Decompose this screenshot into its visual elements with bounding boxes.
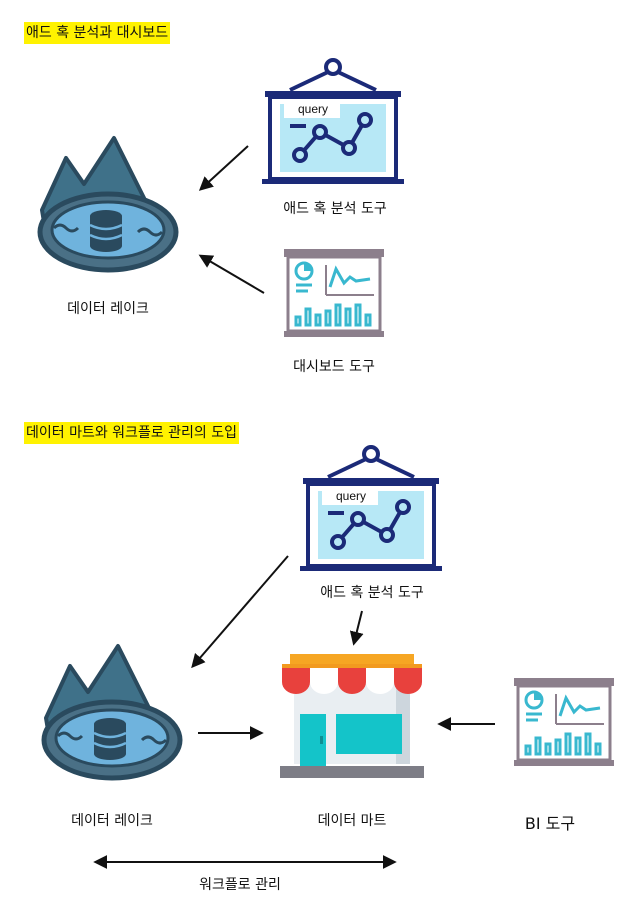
storefront-icon — [280, 654, 424, 778]
data-lake-label: 데이터 레이크 — [71, 813, 153, 829]
dashboard-tool-label: 대시보드 도구 — [293, 359, 375, 375]
data-mart-label: 데이터 마트 — [317, 813, 387, 829]
arrow-adhoc-to-lake-2 — [191, 555, 289, 669]
section-heading-mart-workflow: 데이터 마트와 워크플로 관리의 도입 — [24, 422, 239, 444]
dashboard-board-icon — [284, 249, 384, 337]
query-chart-board-icon: query — [262, 58, 404, 184]
query-chart-board-icon: query — [300, 445, 442, 571]
query-badge: query — [336, 489, 366, 503]
adhoc-tool-label: 애드 혹 분석 도구 — [283, 201, 387, 217]
bi-tool-label: BI 도구 — [524, 814, 576, 833]
data-lake-icon — [37, 136, 179, 273]
section-heading-adhoc-dashboard: 애드 혹 분석과 대시보드 — [24, 22, 171, 44]
data-lake-label: 데이터 레이크 — [67, 301, 149, 317]
arrow-dashboard-to-lake — [198, 254, 265, 294]
arrow-adhoc-to-lake — [198, 145, 249, 191]
dashboard-board-icon — [514, 678, 614, 766]
data-lake-icon — [41, 644, 183, 781]
query-badge: query — [298, 102, 328, 116]
arrow-adhoc-to-mart — [349, 610, 364, 646]
workflow-management-label: 워크플로 관리 — [199, 877, 281, 893]
adhoc-tool-label: 애드 혹 분석 도구 — [320, 585, 424, 601]
